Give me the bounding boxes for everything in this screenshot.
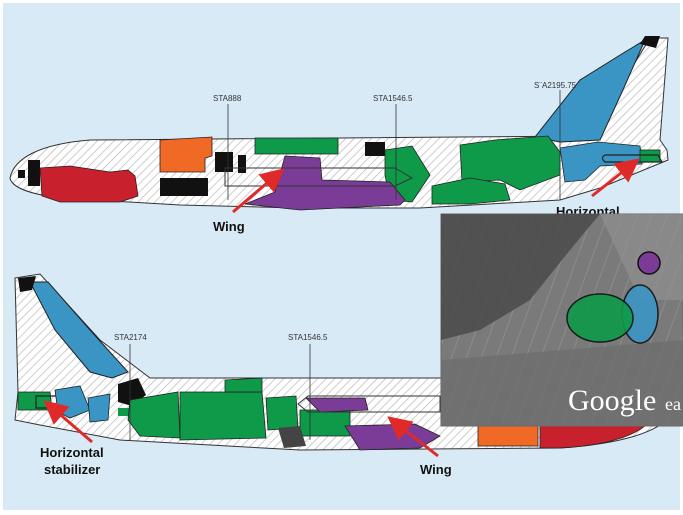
photo-field-lower <box>441 340 683 426</box>
bottom-purple-wing <box>305 397 369 413</box>
top-red-section <box>39 165 139 203</box>
top-green-tailcone <box>639 149 661 163</box>
top-sta-label-888: STA888 <box>213 94 242 103</box>
top-nose-black-block <box>28 160 40 186</box>
bottom-grey-section <box>278 426 306 448</box>
bottom-wing-outline <box>297 395 441 413</box>
bottom-green-section-4 <box>265 395 299 431</box>
top-wing-label: Wing <box>213 219 245 234</box>
bottom-vertical-tail <box>29 281 129 379</box>
bottom-red-section <box>539 425 647 449</box>
bottom-green-small <box>118 408 130 416</box>
bottom-stabilizer-label-line1: Horizontal <box>40 445 104 460</box>
google-watermark-suffix: ea <box>665 394 681 414</box>
top-stabilizer-outline <box>601 154 664 163</box>
inset-satellite-photo: Google ea <box>440 213 683 427</box>
top-cockpit-window <box>18 170 25 178</box>
top-green-section-4 <box>431 177 511 205</box>
green-debris-ellipse-icon <box>566 293 634 343</box>
bottom-wing-arrow <box>387 416 439 458</box>
top-vertical-tail <box>534 38 647 143</box>
google-watermark: Google <box>568 384 656 417</box>
bottom-sta-label-1546: STA1546.5 <box>288 333 328 342</box>
top-black-block-4 <box>365 142 385 156</box>
bottom-green-section-5 <box>299 409 351 437</box>
top-green-section-1 <box>254 137 339 155</box>
top-orange-section <box>159 136 213 173</box>
bottom-orange-section <box>477 425 539 447</box>
top-black-block-3 <box>238 155 246 173</box>
top-sta-label-2195: S¨A2195.75 <box>534 81 577 90</box>
bottom-stabilizer-label-line2: stabilizer <box>44 462 100 477</box>
bottom-green-section-3 <box>224 377 263 393</box>
bottom-sta-label-2174: STA2174 <box>114 333 147 342</box>
top-black-block-1 <box>160 178 208 196</box>
bottom-blue-section-2 <box>87 393 111 423</box>
top-black-block-2 <box>215 152 233 172</box>
bottom-green-section-2 <box>179 391 267 441</box>
top-sta-label-1546: STA1546.5 <box>373 94 413 103</box>
top-stabilizer-arrow <box>591 158 640 198</box>
top-tail-black-tip <box>640 36 660 48</box>
top-wing-outline <box>224 167 414 187</box>
purple-debris-circle-icon <box>637 251 661 275</box>
bottom-green-section-1 <box>127 391 181 439</box>
bottom-wing-label: Wing <box>420 462 452 477</box>
photo-dark-forest <box>441 214 600 340</box>
bottom-green-tailcone <box>17 391 53 411</box>
top-purple-wing <box>244 155 406 211</box>
bottom-tail-black-tip <box>18 276 36 292</box>
top-aircraft: STA888 STA1546.5 S¨A2195.75 Wing Horizon… <box>9 36 669 234</box>
bottom-stabilizer-arrow <box>43 400 93 444</box>
top-wing-arrow <box>232 168 285 214</box>
